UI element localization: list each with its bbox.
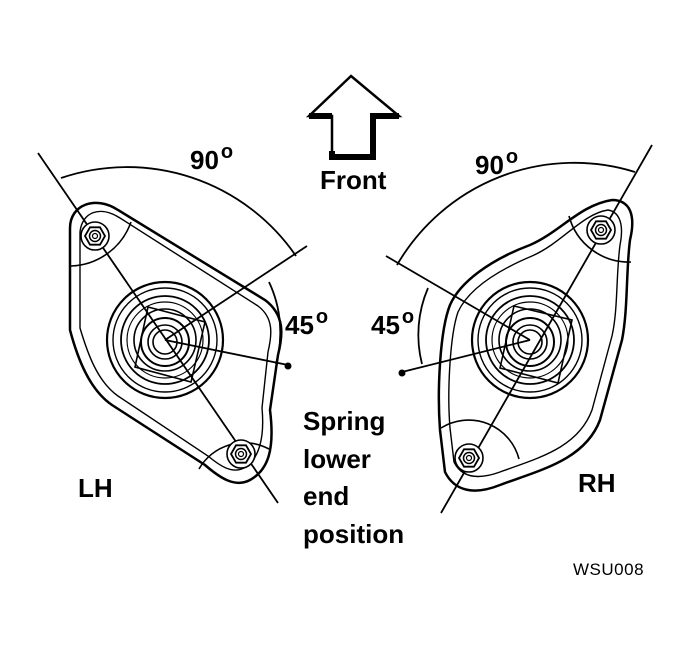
front-arrow-icon [305, 74, 403, 160]
rh-mount-plate [437, 198, 634, 492]
front-label: Front [320, 165, 387, 195]
rh-label: RH [578, 468, 616, 498]
spring-line-3: end [303, 481, 350, 511]
lh-side-angle-unit: o [315, 306, 329, 328]
rh-top-angle-value: 90 [475, 150, 504, 180]
spring-line-4: position [303, 518, 405, 549]
lh-label: LH [78, 473, 113, 503]
spring-line-2: lower [303, 443, 371, 474]
lh-mount-plate [68, 201, 283, 485]
spring-line-1: Spring [303, 406, 386, 436]
lh-strut-mount [37, 152, 308, 504]
lh-side-angle-value: 45 [285, 310, 314, 340]
lh-top-angle-unit: o [220, 141, 234, 163]
spring-lower-end-position-label: Spring lower end position [303, 403, 404, 553]
rh-top-angle-unit: o [505, 146, 519, 168]
lh-top-angle-value: 90 [190, 145, 219, 175]
rh-side-angle-value: 45 [371, 310, 400, 340]
rh-side-angle-unit: o [401, 306, 415, 328]
figure-code: WSU008 [573, 560, 645, 579]
rh-strut-mount [385, 144, 653, 514]
